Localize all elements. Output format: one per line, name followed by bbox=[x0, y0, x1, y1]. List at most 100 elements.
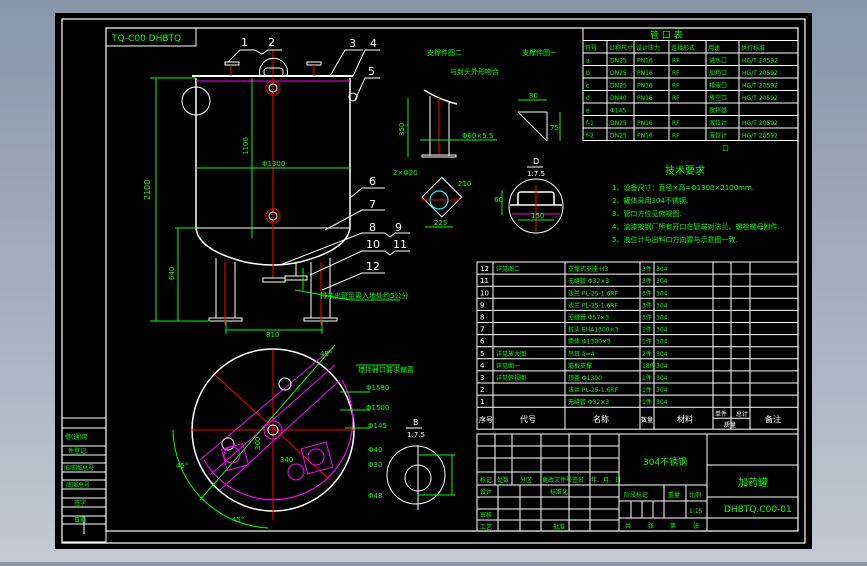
balloon-3: 3 bbox=[349, 37, 356, 50]
bom-row-material: 304 bbox=[656, 375, 668, 382]
detail-d: D 1:7.5 150 60 bbox=[494, 157, 564, 234]
bom-row-name: 封头 EHA1300×3 bbox=[568, 326, 619, 334]
bom-row-name: 支撑式支座 H3 bbox=[568, 265, 608, 273]
bom-row-code: 详见放大图 bbox=[496, 350, 526, 358]
nozzle-table-cell: HG/T 20592 bbox=[742, 133, 778, 140]
strip-label: 旧底图总号 bbox=[64, 464, 94, 472]
strip-label: 日期 bbox=[74, 516, 86, 524]
code-stamp-box bbox=[105, 27, 197, 47]
strip-label: 底图总号 bbox=[66, 481, 90, 489]
bom-row-qty: 1件 bbox=[642, 326, 652, 334]
bom-header: 材料 bbox=[677, 414, 693, 424]
plan-dim: Φ1500 bbox=[366, 404, 389, 412]
plan-dim-inner: 340 bbox=[280, 456, 293, 464]
bom-row-material: 304 bbox=[656, 387, 668, 394]
outer-frame bbox=[61, 18, 806, 544]
nozzle-table-cell: f-1 bbox=[586, 120, 594, 127]
angle-label: 45° bbox=[320, 350, 332, 358]
detail-b: B 1:7.5 Φ40 Φ30 Φ48 bbox=[368, 418, 455, 510]
nozzle-table-cell: PN16 bbox=[637, 95, 653, 102]
detail2-height: 350 bbox=[398, 123, 406, 136]
detail2-note: 与封头外形吻合 bbox=[450, 67, 499, 76]
bom-row-number: 3 bbox=[480, 374, 484, 382]
bom-row-number: 7 bbox=[480, 326, 484, 334]
balloon-2: 2 bbox=[268, 36, 275, 49]
bom-header: 序号 bbox=[479, 415, 493, 424]
bom-header: 代号 bbox=[520, 414, 536, 424]
bom-row-number: 4 bbox=[480, 362, 485, 370]
stage-header: 比例 bbox=[689, 491, 701, 499]
nozzle-table-cell: RF bbox=[672, 95, 680, 102]
role-label: 审核 bbox=[480, 511, 492, 519]
nozzle-table-cell: PN16 bbox=[637, 133, 653, 140]
strip-label: 借(通)用 bbox=[65, 433, 88, 441]
paper bbox=[55, 13, 812, 549]
support-detail-2: 支撑件图二 与封头外形吻合 350 Φ60×5.5 bbox=[398, 48, 499, 158]
bom-row-qty: 1件 bbox=[642, 338, 652, 346]
role-label: 批准 bbox=[553, 523, 565, 531]
nozzle-table-cell: d bbox=[586, 95, 590, 102]
nozzle-table-cell: RF bbox=[672, 120, 680, 127]
balloon-7: 7 bbox=[369, 198, 376, 211]
nozzle-table-header: 符号 bbox=[585, 44, 597, 52]
nozzle-table-cell: PN16 bbox=[637, 83, 653, 90]
bom-header: 单件 bbox=[715, 410, 727, 418]
nozzle-table-cell: 液位计 bbox=[709, 132, 727, 140]
nozzle-table-cell: e bbox=[586, 108, 590, 115]
role-label: 设计 bbox=[480, 488, 492, 496]
stage-header: 阶段标记 bbox=[624, 491, 648, 499]
tech-req-title: 技术要求 bbox=[665, 164, 705, 177]
bom-row-qty: 3件 bbox=[642, 289, 652, 297]
bom-row-number: 1 bbox=[480, 398, 484, 406]
nozzle-table-cell: f-2 bbox=[586, 133, 594, 140]
angle-label: 45° bbox=[176, 462, 188, 470]
dim-base-width: 810 bbox=[266, 331, 279, 339]
bom-row-material: 304 bbox=[656, 315, 668, 322]
bom-row-number: 12 bbox=[480, 265, 489, 273]
material-label: 304不锈钢 bbox=[643, 456, 687, 468]
bom-row-material: 304 bbox=[656, 351, 668, 358]
plate-holes: 2×Φ20 bbox=[393, 169, 418, 177]
detail-d-label: D bbox=[533, 157, 539, 166]
sign-header: 处数 bbox=[497, 476, 509, 484]
bom-border bbox=[476, 261, 799, 430]
role-label: 标准化 bbox=[550, 488, 568, 496]
drawing-title: 加药罐 bbox=[738, 476, 768, 489]
bom-row-number: 8 bbox=[480, 314, 484, 322]
nozzle-table-cell: PN16 bbox=[637, 58, 653, 65]
bom-row-code: 详见俯视图 bbox=[496, 374, 526, 382]
bom-row-name: 筒体 Φ1300×3 bbox=[568, 338, 611, 346]
nozzle-table-cell: DN25 bbox=[610, 83, 627, 90]
detail2-pipe: Φ60×5.5 bbox=[462, 132, 493, 140]
nozzle-table-cell: DN25 bbox=[610, 133, 627, 140]
bom-row-name: 无缝管 Φ57×3 bbox=[568, 314, 609, 322]
plate-detail: 2×Φ20 225 210 bbox=[393, 169, 471, 228]
dim-total-height: 2100 bbox=[143, 180, 152, 200]
nozzle-table-header: 设计压力 bbox=[636, 44, 660, 52]
bom-row-qty: 3件 bbox=[642, 314, 652, 322]
nozzle-table-cell: b bbox=[586, 70, 590, 77]
tech-req-item: 2、罐体采用304不锈钢. bbox=[612, 196, 688, 205]
detail-b-label: B bbox=[413, 418, 419, 427]
nozzle-table-title: 管 口 表 bbox=[650, 29, 683, 41]
dim-diameter: Φ1300 bbox=[262, 160, 285, 168]
nozzle-table-cell: 液位计 bbox=[709, 119, 727, 127]
detail1-width: 80 bbox=[529, 92, 538, 100]
nozzle-table-cell: HG/T 20592 bbox=[742, 58, 778, 65]
balloon-9: 9 bbox=[395, 221, 402, 234]
bom-row-number: 6 bbox=[480, 338, 485, 346]
bom-row-material: 304 bbox=[656, 327, 668, 334]
nozzle-table-cell: Φ145 bbox=[610, 108, 626, 115]
bom-row-name: 无缝管 Φ32×3 bbox=[568, 398, 609, 406]
detail-d-height: 60 bbox=[494, 196, 503, 204]
sign-header: 更改文件号 bbox=[542, 476, 572, 484]
nozzle-table-cell: HG/T 20592 bbox=[742, 83, 778, 90]
nozzle-table-cell: 放空口 bbox=[709, 94, 727, 102]
nozzle-table-cell: DN25 bbox=[610, 120, 627, 127]
balloon-6: 6 bbox=[369, 175, 376, 188]
balloon-1: 1 bbox=[241, 36, 248, 49]
nozzle-table-cell: a bbox=[586, 58, 590, 65]
bom-row-number: 5 bbox=[480, 350, 484, 358]
detail-d-width: 150 bbox=[531, 212, 544, 220]
